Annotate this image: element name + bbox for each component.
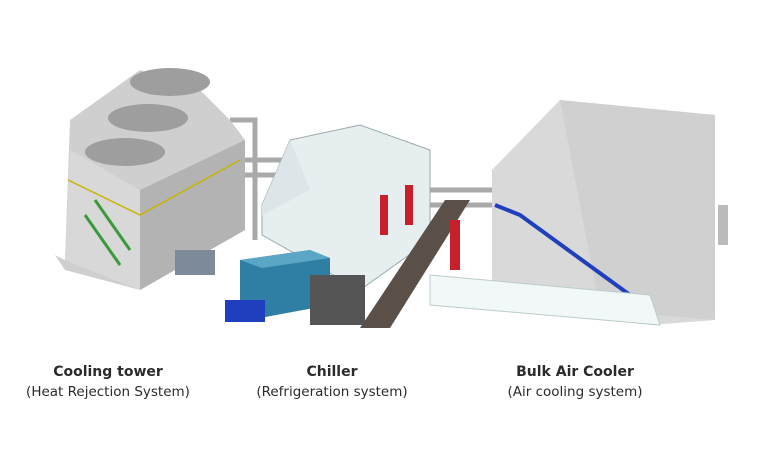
bulk-air-cooler-subtitle: (Air cooling system): [507, 384, 643, 400]
bulk-air-cooler-label: Bulk Air Cooler (Air cooling system): [455, 364, 695, 400]
cooling-tower-label: Cooling tower (Heat Rejection System): [0, 364, 228, 400]
fan-icon: [108, 104, 188, 132]
bulk-air-cooler-title: Bulk Air Cooler: [516, 364, 634, 380]
fan-icon: [130, 68, 210, 96]
chiller-label: Chiller (Refrigeration system): [212, 364, 452, 400]
cooling-tower: [55, 68, 245, 290]
bulk-air-cooler: [429, 100, 728, 326]
chiller: [225, 124, 470, 328]
stairs: [494, 203, 632, 297]
cooling-tower-subtitle: (Heat Rejection System): [26, 384, 190, 400]
chiller-subtitle: (Refrigeration system): [256, 384, 408, 400]
cooling-tower-title: Cooling tower: [53, 364, 163, 380]
chiller-title: Chiller: [306, 364, 358, 380]
fan-icon: [85, 138, 165, 166]
